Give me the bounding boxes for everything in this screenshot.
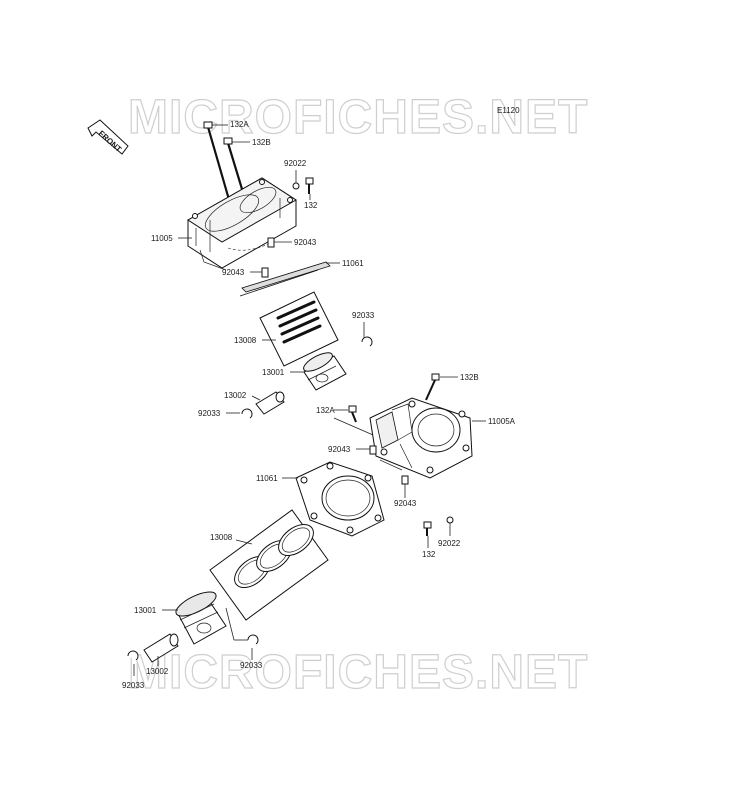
label-13008-bottom: 13008 <box>210 533 233 542</box>
washer-92022-bottom-icon <box>446 516 454 524</box>
bolt-132a-mid-icon <box>348 405 357 423</box>
label-132b-right: 132B <box>460 373 479 382</box>
watermark-top: MICROFICHES.NET <box>128 91 588 144</box>
label-92033-top-left: 92033 <box>198 409 221 418</box>
label-13001-bottom: 13001 <box>134 606 157 615</box>
label-11005a: 11005A <box>488 417 516 426</box>
label-132a-top: 132A <box>230 120 249 129</box>
gasket-11061-top-icon <box>239 261 331 297</box>
cylinder-11005a-icon <box>369 397 473 479</box>
rings-13008-top-icon <box>259 291 339 367</box>
washer-92022-top-icon <box>292 182 300 190</box>
label-92043-b: 92043 <box>222 268 245 277</box>
pin-13002-top-icon <box>255 391 285 415</box>
label-13001-top: 13001 <box>262 368 285 377</box>
gasket-11061-bottom-icon <box>295 461 385 537</box>
label-132-bottom: 132 <box>422 550 436 559</box>
front-arrow-icon: FRONT <box>87 119 129 155</box>
rings-13008-bottom-icon <box>209 509 329 621</box>
diagram-code: E1120 <box>497 106 520 115</box>
label-92022-bottom: 92022 <box>438 539 461 548</box>
label-11061-top: 11061 <box>342 259 364 268</box>
dowel-92043-c-icon <box>369 445 377 455</box>
label-92043-c: 92043 <box>328 445 351 454</box>
bolt-132-bottom-icon <box>423 521 432 536</box>
dowel-92043-a-icon <box>267 237 275 248</box>
clip-92033-bottom-right-icon <box>247 634 259 645</box>
label-92033-bottom-left: 92033 <box>122 681 145 690</box>
label-92043-d: 92043 <box>394 499 417 508</box>
label-13002-top: 13002 <box>224 391 247 400</box>
label-92033-top-right: 92033 <box>352 311 375 320</box>
label-13008-top: 13008 <box>234 336 257 345</box>
label-11061-bottom: 11061 <box>256 474 278 483</box>
label-132-top: 132 <box>304 201 318 210</box>
clip-92033-bottom-left-icon <box>127 650 139 661</box>
dowel-92043-b-icon <box>261 267 269 278</box>
label-13002-bottom: 13002 <box>146 667 169 676</box>
label-11005: 11005 <box>151 234 173 243</box>
pin-13002-bottom-icon <box>143 633 179 663</box>
watermark-bottom: MICROFICHES.NET <box>128 646 588 699</box>
label-92043-a: 92043 <box>294 238 317 247</box>
bolt-132b-right-icon <box>425 373 440 401</box>
label-132a-mid: 132A <box>316 406 335 415</box>
clip-92033-top-left-icon <box>241 408 253 419</box>
dowel-92043-d-icon <box>401 475 409 485</box>
label-132b-top: 132B <box>252 138 271 147</box>
bolt-132-top-icon <box>305 177 314 194</box>
clip-92033-top-right-icon <box>361 336 373 347</box>
piston-13001-top-icon <box>303 352 347 391</box>
cylinder-11005-icon <box>187 177 297 271</box>
label-92022-top: 92022 <box>284 159 307 168</box>
label-92033-bottom-right: 92033 <box>240 661 263 670</box>
piston-13001-bottom-icon <box>175 591 227 645</box>
